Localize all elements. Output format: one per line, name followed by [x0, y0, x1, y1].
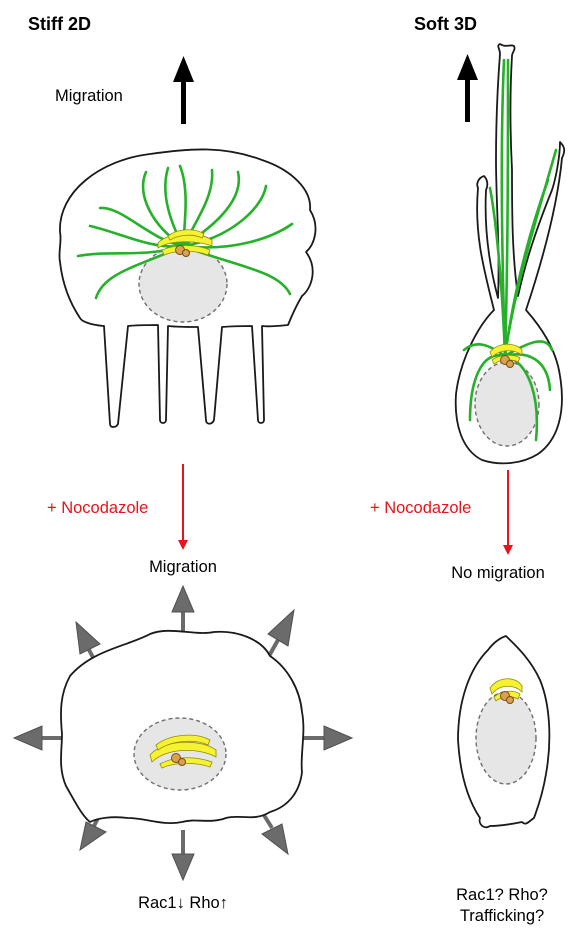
left-result-label: Rac1↓ Rho↑ [138, 894, 228, 912]
left-after-label: Migration [149, 558, 217, 576]
left-migration-arrow [173, 56, 194, 124]
nucleus-right-bottom [476, 692, 536, 784]
right-nocodazole-label: + Nocodazole [370, 499, 471, 517]
right-migration-arrow [457, 54, 478, 122]
nucleus-right-top [475, 362, 539, 446]
left-nocodazole-label: + Nocodazole [47, 499, 148, 517]
right-result-label: Rac1? Rho? [456, 886, 548, 904]
right-panel-title: Soft 3D [414, 14, 477, 34]
left-migration-label: Migration [55, 87, 123, 105]
right-result-label-2: Trafficking? [460, 907, 544, 925]
right-after-label: No migration [451, 564, 545, 582]
left-panel-title: Stiff 2D [28, 14, 91, 34]
